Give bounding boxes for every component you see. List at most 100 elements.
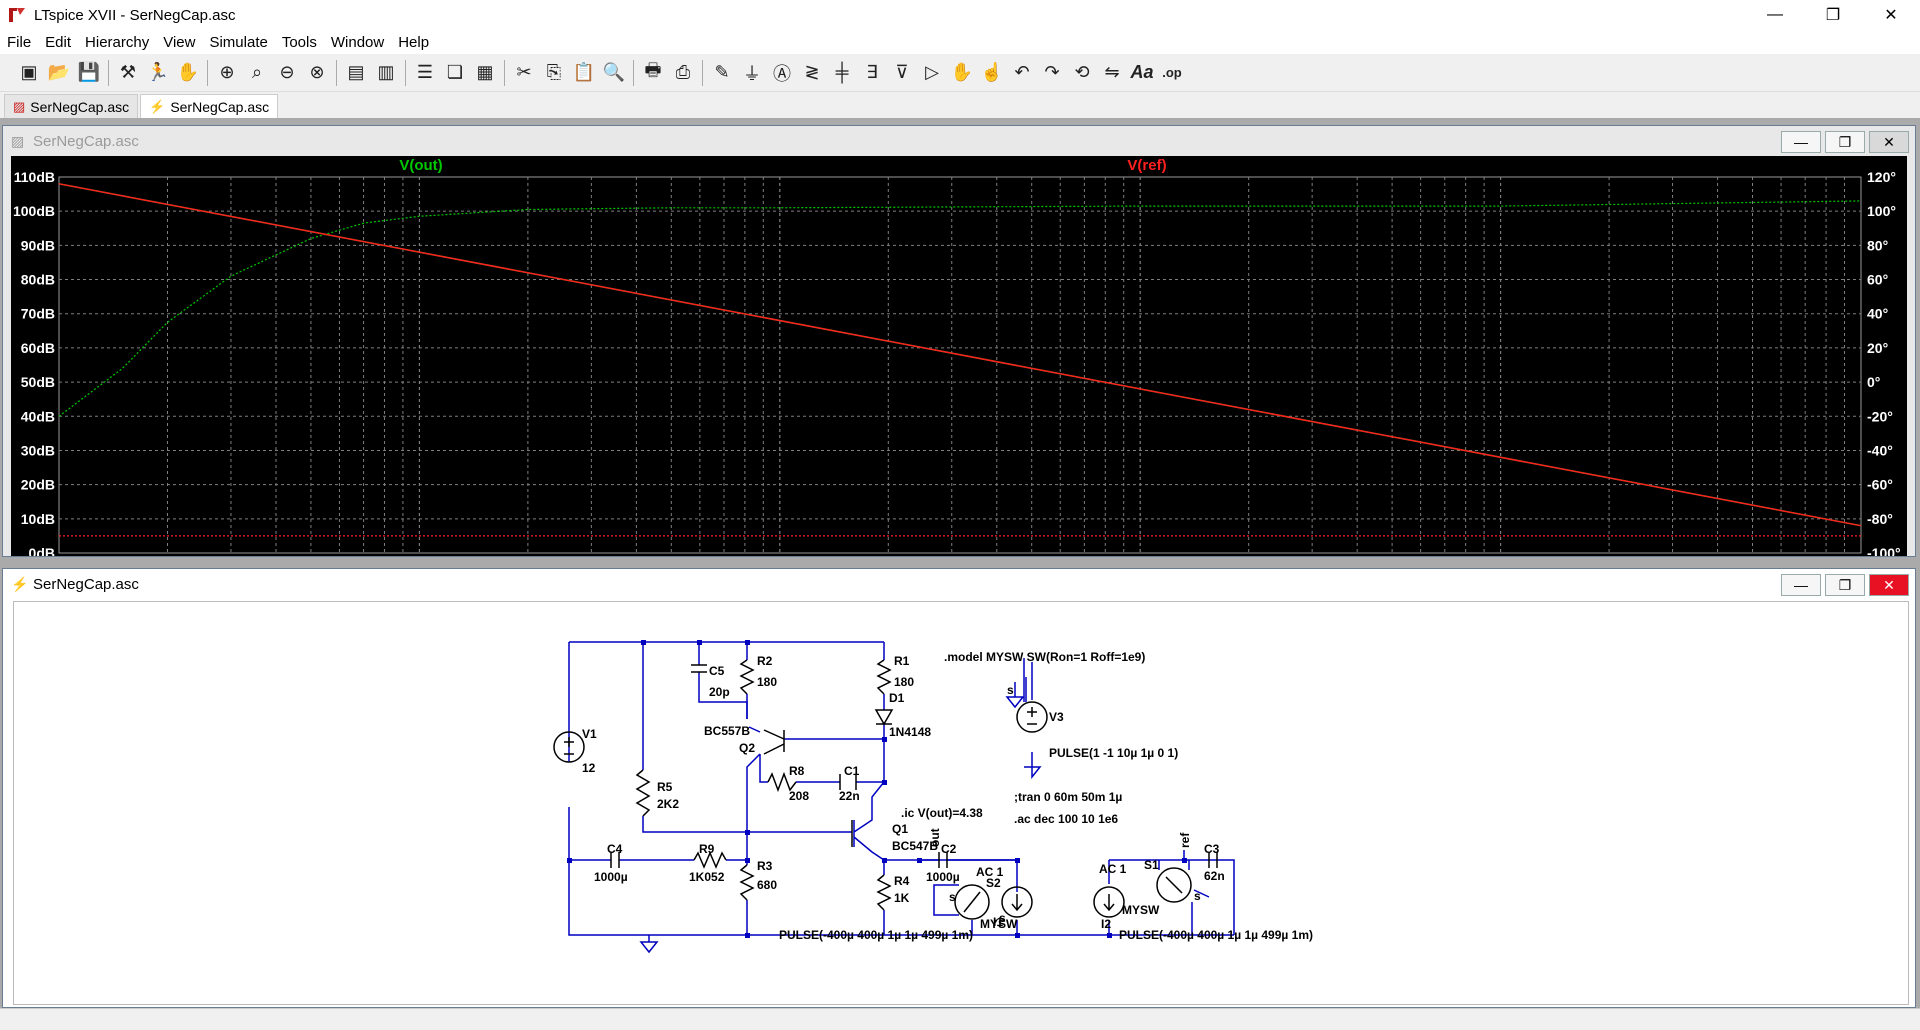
schematic-window-titlebar: ⚡ SerNegCap.asc [3,569,1915,599]
spice-directive-icon[interactable]: .op [1162,65,1182,80]
child-minimize-button[interactable]: — [1781,131,1821,153]
y-left-tick-label: 50dB [21,374,55,390]
label-c2: C2 [941,842,957,856]
label-c5-value: 20p [709,685,730,699]
toolbar: ▣ 📂 💾 ⚒ 🏃 ✋ ⊕ ⌕ ⊖ ⊗ ▤ ▥ ☰ ❏ ▦ ✂ ⎘ 📋 🔍 🖶 … [0,54,1920,92]
menu-window[interactable]: Window [330,33,385,51]
label-r2-value: 180 [757,675,777,689]
resistor-icon[interactable]: ≷ [804,62,820,82]
menu-tools[interactable]: Tools [281,33,317,51]
ground-icon[interactable]: ⏚ [743,63,761,84]
diode-icon[interactable]: ⊽ [895,62,909,82]
y-left-tick-label: 30dB [21,442,55,458]
component-icon[interactable]: ▷ [925,62,939,82]
label-c2-value: 1000µ [926,870,960,884]
schematic-icon: ⚡ [149,98,166,114]
label-r3: R3 [757,859,773,873]
zoom-fit-icon[interactable]: ⊗ [309,62,325,82]
find-icon[interactable]: 🔍 [602,62,626,82]
label-r8-value: 208 [789,789,809,803]
waveform-icon: ▨ [13,98,26,114]
y-left-tick-label: 110dB [14,169,55,185]
capacitor-icon[interactable]: ╪ [835,62,849,82]
save-icon[interactable]: 💾 [77,62,101,82]
child-restore-button[interactable]: ❐ [1825,574,1865,596]
redo-icon[interactable]: ↷ [1044,62,1060,82]
series-magnitude-vref [58,183,1862,527]
print-icon[interactable]: 🖶 [644,59,662,80]
minimize-button[interactable]: — [1767,6,1783,23]
zoom-icon[interactable]: ⌕ [251,62,263,82]
label-c3-value: 62n [1204,869,1225,883]
run-icon[interactable]: 🏃 [146,62,170,82]
draw-wire-icon[interactable]: ✎ [714,62,730,82]
control-panel-icon[interactable]: ⚒ [119,62,137,82]
drag-icon[interactable]: ☝ [980,62,1004,82]
copy-icon[interactable]: ⎘ [546,62,562,82]
tab-schematic[interactable]: ⚡SerNegCap.asc [140,94,279,118]
open-folder-icon[interactable]: 📂 [47,62,71,82]
rotate-icon[interactable]: ⟲ [1074,62,1090,82]
mirror-icon[interactable]: ⇋ [1104,62,1120,82]
window-title: LTspice XVII - SerNegCap.asc [34,6,236,24]
y-right-tick-label: 100° [1867,203,1896,219]
move-icon[interactable]: ✋ [950,62,974,82]
components [553,659,1218,920]
menu-hierarchy[interactable]: Hierarchy [85,33,150,51]
menu-simulate[interactable]: Simulate [209,33,268,51]
menu-help[interactable]: Help [398,33,430,51]
toolbar-separator [504,59,505,86]
series-phase-vout [58,200,1862,417]
child-minimize-button[interactable]: — [1781,574,1821,596]
schematic-canvas[interactable]: C5 20p R2 180 R1 180 D1 1N4148 BC557B Q2… [13,601,1909,1005]
tile-vertical-icon[interactable]: ▦ [476,62,494,82]
cascade-icon[interactable]: ❏ [446,62,464,82]
restore-button[interactable]: ❐ [1825,7,1841,24]
junctions [567,640,1187,938]
label-q2: Q2 [739,741,755,755]
label-switch-ctrl: s [1194,889,1201,903]
paste-icon[interactable]: 📋 [572,62,596,82]
label-ic: .ic V(out)=4.38 [901,806,983,820]
zoom-in-icon[interactable]: ⊕ [219,62,235,82]
menu-view[interactable]: View [163,33,196,51]
print-setup-icon[interactable]: ⎙ [675,62,691,82]
pan-hand-icon[interactable]: ✋ [176,62,200,82]
inductor-icon[interactable]: ∃ [866,62,878,82]
label-r1: R1 [894,654,910,668]
child-close-button[interactable]: ✕ [1869,574,1909,596]
child-restore-button[interactable]: ❐ [1825,131,1865,153]
menu-edit[interactable]: Edit [45,33,72,51]
cut-icon[interactable]: ✂ [516,62,532,82]
label-r1-value: 180 [894,675,914,689]
autorange-icon[interactable]: ▤ [347,62,365,82]
new-schematic-icon[interactable]: ▣ [20,62,38,82]
label-net-icon[interactable]: Ⓐ [773,63,791,84]
menu-file[interactable]: File [7,33,32,51]
label-c1-value: 22n [839,789,860,803]
tab-plot[interactable]: ▨SerNegCap.asc [4,94,139,118]
close-button[interactable]: ✕ [1884,7,1898,24]
text-icon[interactable]: Aa [1130,62,1154,82]
y-right-tick-label: 60° [1867,272,1888,288]
y-left-tick-label: 80dB [21,272,55,288]
y-left-tick-label: 70dB [21,306,55,322]
label-s2: S2 [986,876,1001,890]
window-controls: — ❐ ✕ [1746,0,1920,30]
label-r4: R4 [894,874,910,888]
label-ac1-left: AC 1 [976,865,1004,879]
tile-horizontal-icon[interactable]: ☰ [416,62,434,82]
child-close-button[interactable]: ✕ [1869,131,1909,153]
x-tick-label: 1KHz [762,552,797,556]
y-left-tick-label: 10dB [21,511,55,527]
waveform-window-controls: — ❐ ✕ [1777,131,1909,153]
toolbar-separator [633,59,634,86]
zoom-out-icon[interactable]: ⊖ [279,62,295,82]
legend-vout: V(out) [399,157,442,174]
label-s1: S1 [1144,858,1159,872]
undo-icon[interactable]: ↶ [1014,62,1030,82]
plot-settings-icon[interactable]: ▥ [377,62,395,82]
tab-label: SerNegCap.asc [30,98,130,115]
label-v1-value: 12 [582,761,596,775]
